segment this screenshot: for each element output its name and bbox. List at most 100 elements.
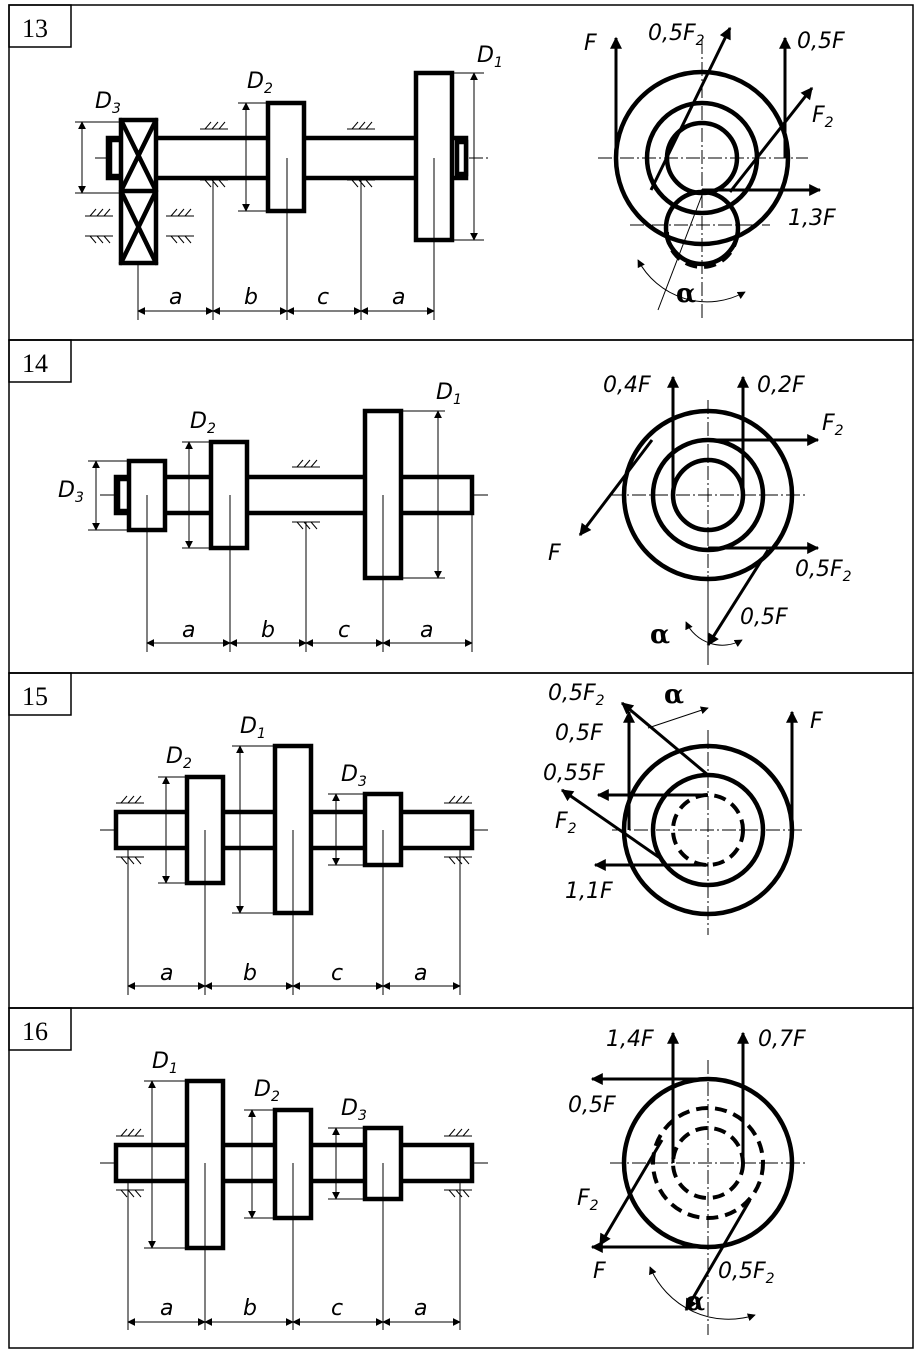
label-d2: D2 — [247, 69, 273, 97]
label-force-f: F — [810, 709, 823, 734]
label-c: c — [331, 1296, 343, 1321]
force-05f2 — [621, 701, 709, 777]
label-b: b — [261, 618, 275, 643]
label-d3: D3 — [58, 478, 84, 506]
force-f2 — [561, 788, 661, 860]
alpha-arc — [637, 259, 746, 303]
label-force-05f: 0,5F — [797, 29, 845, 54]
gear-d2 — [265, 100, 307, 214]
label-b: b — [243, 1296, 257, 1321]
label-alpha: α — [676, 279, 696, 309]
force-f2 — [598, 1139, 664, 1247]
label-force-04f: 0,4F — [603, 373, 651, 398]
number-box — [8, 4, 72, 48]
label-b: b — [244, 285, 258, 310]
label-force-05f: 0,5F — [568, 1093, 616, 1118]
number-box — [8, 339, 72, 383]
force-diagram: 1,4F 0,7F 0,5F F2 F 0,5F2 α — [568, 1027, 808, 1335]
label-force-f2: F2 — [822, 411, 844, 439]
label-force-13f: 1,3F — [788, 206, 836, 231]
label-a-right: a — [392, 285, 405, 310]
shaft — [113, 474, 475, 516]
panel-number: 14 — [22, 349, 48, 378]
label-force-f: F — [593, 1259, 606, 1284]
label-d2: D2 — [166, 744, 192, 772]
panel-14: 14 — [8, 339, 914, 674]
alpha-arc — [685, 621, 743, 648]
shaft-diagram: D1 D2 D3 a b c a — [100, 1049, 490, 1330]
label-force-05f2: 0,5F2 — [795, 557, 852, 585]
force-f — [578, 439, 654, 536]
bearings — [116, 795, 472, 865]
label-d1: D1 — [436, 380, 462, 408]
label-a-left: a — [182, 618, 195, 643]
label-force-f: F — [584, 31, 597, 56]
bearings — [116, 1128, 472, 1198]
force-diagram: 0,5F2 α 0,5F F 0,55F F2 1,1F — [543, 680, 823, 935]
alpha-arc — [649, 1266, 756, 1322]
gear-d2 — [208, 439, 250, 551]
label-alpha: α — [650, 620, 670, 650]
label-alpha: α — [664, 680, 684, 710]
label-d2: D2 — [190, 409, 216, 437]
label-force-05f2: 0,5F2 — [718, 1259, 775, 1287]
force-05f — [706, 549, 770, 647]
label-force-05f: 0,5F — [555, 721, 603, 746]
chain-sprocket — [118, 117, 159, 266]
label-c: c — [331, 961, 343, 986]
label-force-05f: 0,5F — [740, 605, 788, 630]
label-c: c — [317, 285, 329, 310]
sprocket-pitch-dashed — [671, 793, 745, 867]
number-box — [8, 672, 72, 716]
label-force-05f2: 0,5F2 — [648, 21, 705, 49]
label-a-left: a — [169, 285, 182, 310]
label-d3: D3 — [341, 1096, 367, 1124]
label-a-right: a — [414, 1296, 427, 1321]
label-force-14f: 1,4F — [606, 1027, 654, 1052]
label-force-f2: F2 — [812, 103, 834, 131]
label-d1: D1 — [240, 714, 266, 742]
label-d2: D2 — [254, 1077, 280, 1105]
force-diagram: 0,4F 0,2F F2 F 0,5F2 0,5F α — [548, 373, 852, 665]
shaft-diagram: D2 D1 D3 a b c a — [100, 714, 490, 995]
label-force-02f: 0,2F — [757, 373, 805, 398]
label-force-f2: F2 — [577, 1186, 599, 1214]
label-force-055f: 0,55F — [543, 761, 605, 786]
label-a-left: a — [160, 1296, 173, 1321]
label-a-left: a — [160, 961, 173, 986]
dimensions — [127, 1080, 461, 1330]
label-b: b — [243, 961, 257, 986]
label-d1: D1 — [477, 43, 503, 71]
shaft-diagram: D3 D2 D1 a b c a — [75, 43, 503, 320]
label-force-f: F — [548, 541, 561, 566]
label-c: c — [338, 618, 350, 643]
force-f2 — [728, 87, 814, 193]
label-d3: D3 — [95, 89, 121, 117]
panel-number: 16 — [22, 1017, 48, 1046]
panel-13: 13 — [8, 4, 914, 341]
alpha-ref-line — [647, 706, 709, 729]
label-force-11f: 1,1F — [565, 879, 613, 904]
panel-frame — [8, 1007, 914, 1349]
label-d3: D3 — [341, 762, 367, 790]
dimensions — [88, 410, 473, 652]
force-diagram: F 0,5F2 0,5F F2 1,3F α — [584, 21, 845, 320]
panel-16: 16 — [8, 1007, 914, 1349]
label-alpha: α — [685, 1287, 705, 1317]
dimensions — [75, 72, 484, 320]
panel-number: 13 — [22, 14, 48, 43]
shaft-diagram: D3 D2 D1 a b c a — [58, 380, 490, 652]
shaft-end-right — [454, 139, 469, 177]
number-box — [8, 1007, 72, 1051]
label-d1: D1 — [152, 1049, 178, 1077]
label-force-05f2: 0,5F2 — [548, 681, 605, 709]
gear-pitch-dashed — [651, 1106, 765, 1220]
label-force-07f: 0,7F — [758, 1027, 806, 1052]
label-a-right: a — [414, 961, 427, 986]
label-force-f2: F2 — [555, 809, 577, 837]
panel-15: 15 — [8, 672, 914, 1009]
panel-number: 15 — [22, 682, 48, 711]
force-05f2 — [649, 26, 732, 191]
label-a-right: a — [420, 618, 433, 643]
